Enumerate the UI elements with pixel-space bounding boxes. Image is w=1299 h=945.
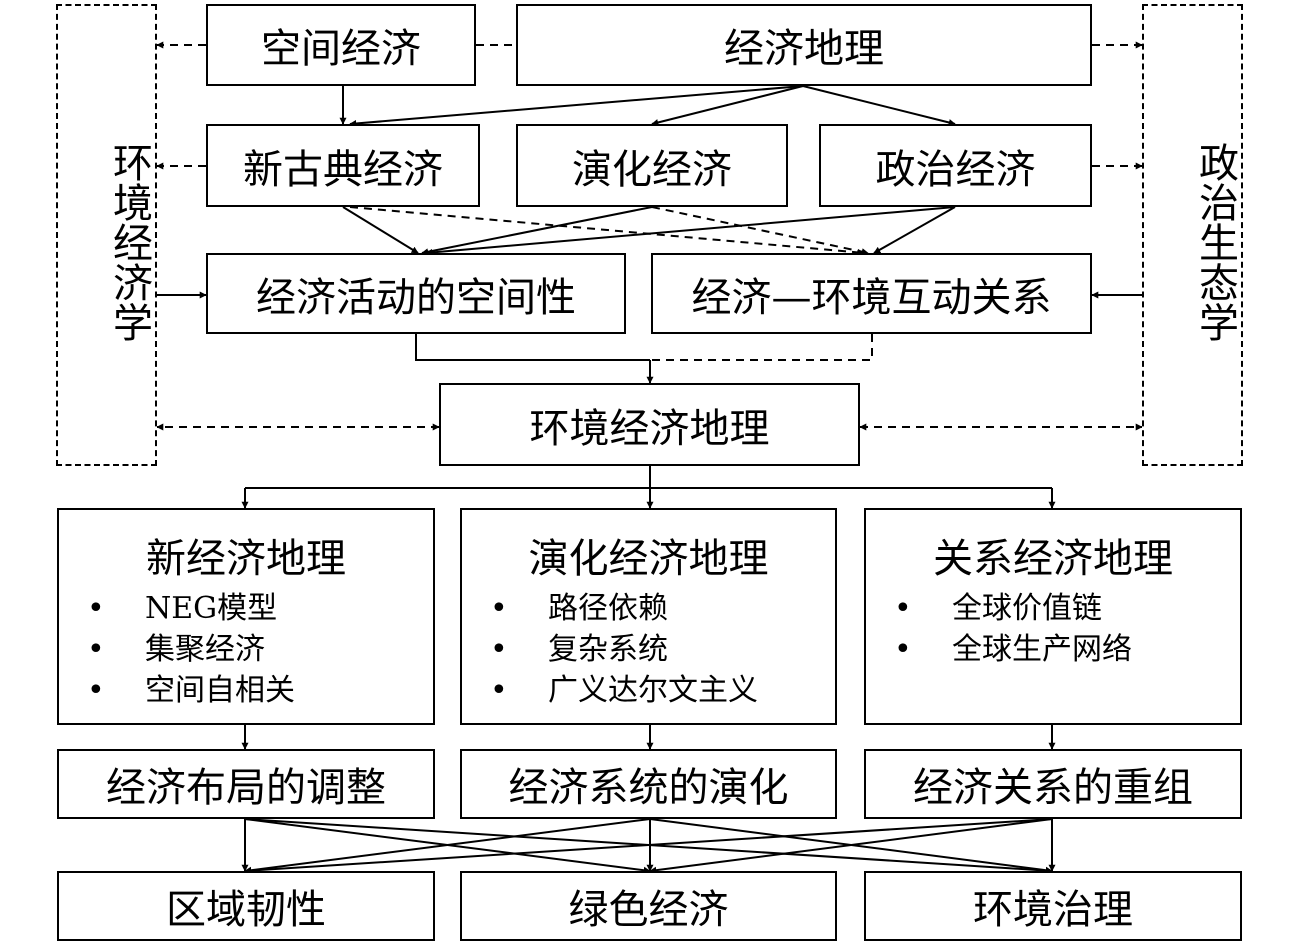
school-title: 关系经济地理: [933, 536, 1173, 582]
process-relations-box: 经济关系的重组: [864, 749, 1242, 819]
link-political-to-interaction: [873, 206, 956, 254]
connector-arrow: [649, 818, 1053, 874]
school-title: 演化经济地理: [528, 536, 769, 582]
environmental-economic-geography-box: 环境经济地理: [439, 383, 860, 466]
process-layout-box: 经济布局的调整: [57, 749, 435, 819]
process-system-box: 经济系统的演化: [460, 749, 837, 819]
link-evolutionary-to-interaction: [651, 206, 869, 256]
political-ecology-label: 政治生态学: [1192, 142, 1238, 342]
link-econgeo-to-neoclassical: [349, 85, 804, 127]
school-points: 路径依赖 复杂系统 广义达尔文主义: [490, 588, 758, 711]
neoclassical-economics-box: 新古典经济: [206, 124, 480, 207]
link-interaction-to-eeg: [650, 334, 873, 361]
school-point: 复杂系统: [490, 629, 758, 670]
connector-arrow: [244, 818, 1053, 875]
link-econgeo-to-political: [802, 85, 956, 126]
school-points: NEG模型 集聚经济 空间自相关: [87, 588, 295, 711]
school-point: 全球生产网络: [894, 629, 1132, 670]
political-economy-box: 政治经济: [819, 124, 1092, 207]
link-political-to-spatiality: [425, 206, 956, 256]
political-ecology-box: 政治生态学: [1142, 4, 1243, 466]
connector-arrow: [244, 818, 651, 874]
evolutionary-economics-box: 演化经济: [516, 124, 788, 207]
school-point: NEG模型: [87, 588, 295, 629]
spatiality-box: 经济活动的空间性: [206, 253, 626, 334]
school-card-relational: 关系经济地理 全球价值链 全球生产网络: [864, 508, 1242, 725]
economic-geography-box: 经济地理: [516, 4, 1092, 86]
school-card-neg: 新经济地理 NEG模型 集聚经济 空间自相关: [57, 508, 435, 725]
outcome-governance-box: 环境治理: [864, 871, 1242, 941]
environmental-economics-box: 环境经济学: [56, 4, 157, 466]
outcome-green-economy-box: 绿色经济: [460, 871, 837, 941]
school-point: 全球价值链: [894, 588, 1132, 629]
school-card-evolutionary: 演化经济地理 路径依赖 复杂系统 广义达尔文主义: [460, 508, 837, 725]
school-point: 路径依赖: [490, 588, 758, 629]
economy-environment-box: 经济—环境互动关系: [651, 253, 1092, 334]
school-point: 广义达尔文主义: [490, 670, 758, 711]
spatial-economics-box: 空间经济: [206, 4, 476, 86]
link-econgeo-to-evolutionary: [651, 85, 804, 126]
school-point: 集聚经济: [87, 629, 295, 670]
school-points: 全球价值链 全球生产网络: [894, 588, 1132, 670]
link-spatiality-to-eeg: [415, 334, 650, 361]
school-point: 空间自相关: [87, 670, 295, 711]
link-neoclassical-to-spatiality: [342, 206, 419, 254]
school-title: 新经济地理: [146, 536, 346, 582]
environmental-economics-label: 环境经济学: [106, 142, 152, 342]
outcome-resilience-box: 区域韧性: [57, 871, 435, 941]
link-evolutionary-to-spatiality: [421, 206, 653, 256]
link-neoclassical-to-interaction: [349, 206, 865, 256]
